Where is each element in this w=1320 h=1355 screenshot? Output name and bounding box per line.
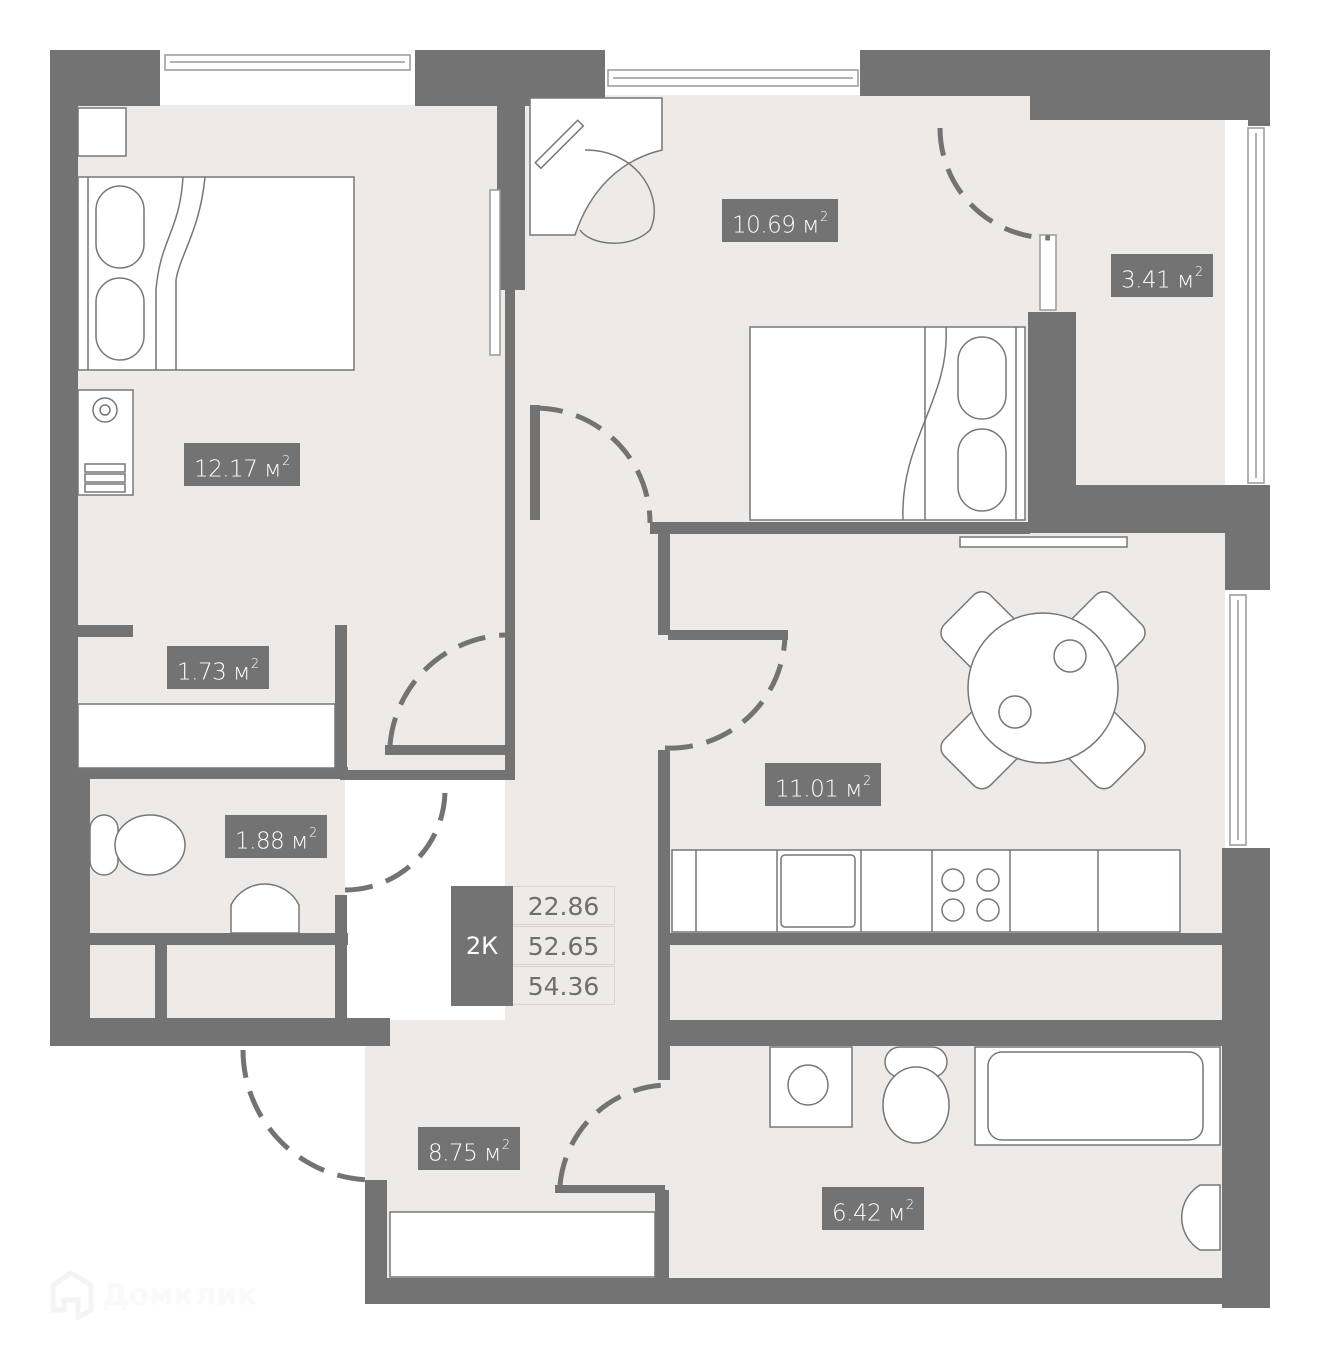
sink [1180,1184,1221,1251]
area-exponent: 2 [1194,265,1203,280]
area-unit: м [484,1140,501,1167]
house-logo-icon [50,1270,94,1320]
area-label-toilet: 1.88 м2 [225,815,327,858]
area-value: 1.73 [177,659,227,686]
dining-table [940,590,1146,790]
area-unit: м [845,776,863,803]
wardrobe-1 [77,703,336,769]
area-unit: м [233,659,250,686]
desk [529,97,663,236]
total-area: 52.65 [513,926,615,965]
floor-area [76,95,1225,1300]
area-value: 11.01 [775,776,839,803]
area-unit: м [888,1200,905,1227]
tv [959,536,1128,548]
area-exponent: 2 [282,454,290,469]
watermark-logo: Домклик [48,1270,258,1320]
area-label-bedroom-2: 10.69 м2 [722,199,838,242]
area-label-hallway: 8.75 м2 [418,1127,520,1170]
area-unit: м [1177,267,1194,294]
area-label-bathroom: 6.42 м2 [822,1187,924,1230]
apartment-summary: 2К 22.86 52.65 54.36 [451,886,615,1006]
kitchen-counter [671,849,1181,933]
area-exponent: 2 [250,657,259,672]
total-area-with-balcony: 54.36 [513,966,615,1005]
area-label-kitchen: 11.01 м2 [765,763,881,806]
area-exponent: 2 [863,774,871,789]
plant-box [77,107,127,157]
area-label-bedroom-1: 12.17 м2 [184,443,300,486]
apartment-type: 2К [451,886,513,1006]
walls [50,50,1270,1308]
area-exponent: 2 [905,1198,914,1213]
door-swings [240,127,1051,1186]
area-value: 6.42 [832,1200,882,1227]
area-label-balcony: 3.41 м2 [1111,254,1213,297]
wardrobe-2 [389,1211,656,1278]
area-exponent: 2 [501,1138,510,1153]
area-value: 8.75 [428,1140,478,1167]
area-exponent: 2 [820,210,828,225]
area-value: 10.69 [732,212,796,239]
area-unit: м [802,212,820,239]
area-label-wardrobe: 1.73 м2 [167,646,269,689]
area-unit: м [291,828,308,855]
area-value: 1.88 [235,828,285,855]
watermark-text: Домклик [102,1277,258,1313]
furniture [77,97,1221,1278]
living-area: 22.86 [513,886,615,925]
area-unit: м [264,456,282,483]
area-value: 3.41 [1121,267,1171,294]
area-value: 12.17 [194,456,258,483]
area-exponent: 2 [308,826,317,841]
windows [164,54,1265,846]
